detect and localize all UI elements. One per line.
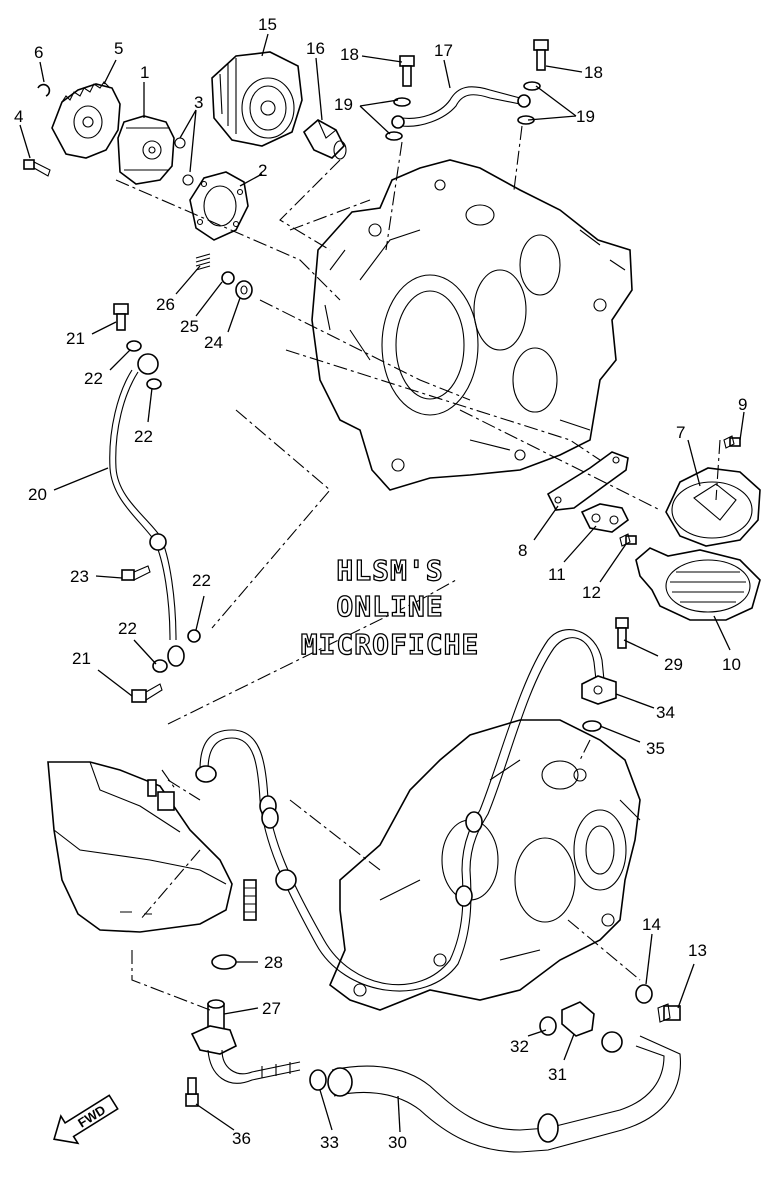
watermark-line-2: ONLINE <box>336 590 443 623</box>
callout-18-left: 18 <box>340 45 359 64</box>
bolt-part-36 <box>185 1077 199 1107</box>
oil-pressure-switch <box>302 119 347 160</box>
oil-filter <box>211 51 303 147</box>
upper-oil-hose <box>195 629 605 992</box>
callout-19-left: 19 <box>334 95 353 114</box>
callout-29: 29 <box>664 655 683 674</box>
callout-10: 10 <box>722 655 741 674</box>
gasket-part-2 <box>189 171 249 241</box>
bolt-part-18-left <box>399 55 415 87</box>
callout-9: 9 <box>738 395 747 414</box>
callout-32: 32 <box>510 1037 529 1056</box>
bolt-part-23 <box>121 565 151 581</box>
callout-4: 4 <box>14 107 23 126</box>
suction-pipe-27 <box>190 999 301 1084</box>
callout-14: 14 <box>642 915 661 934</box>
callout-21-top: 21 <box>66 329 85 348</box>
delivery-pipe-17 <box>391 86 531 129</box>
ball-part-25 <box>221 271 235 285</box>
bolt-part-13 <box>657 1003 681 1023</box>
callout-35: 35 <box>646 739 665 758</box>
leader-lines <box>19 33 745 1133</box>
callout-22-d: 22 <box>118 619 137 638</box>
callout-22-b: 22 <box>134 427 153 446</box>
screw-part-12 <box>619 533 637 547</box>
plate-part-11 <box>580 503 630 533</box>
callout-31: 31 <box>548 1065 567 1084</box>
bolt-part-4 <box>23 159 51 177</box>
clamp-part-33 <box>309 1069 327 1091</box>
callout-5: 5 <box>114 39 123 58</box>
oil-pipe-20 <box>109 353 185 667</box>
callout-28: 28 <box>264 953 283 972</box>
oil-pump <box>117 115 175 185</box>
callout-33: 33 <box>320 1133 339 1152</box>
gasket-part-8 <box>546 451 629 511</box>
oring-part-35 <box>582 720 602 732</box>
washer-19-c <box>523 81 541 91</box>
callout-12: 12 <box>582 583 601 602</box>
assembly-lines <box>115 125 721 1011</box>
washer-22-a <box>126 340 142 352</box>
callout-24: 24 <box>204 333 223 352</box>
watermark: HLSM'S ONLINE MICROFICHE <box>300 553 480 661</box>
callout-16: 16 <box>306 39 325 58</box>
washer-22-c <box>187 629 201 643</box>
fitting-part-31 <box>561 1001 623 1053</box>
oil-hose-30 <box>327 1035 682 1153</box>
callout-3: 3 <box>194 93 203 112</box>
callout-25: 25 <box>180 317 199 336</box>
callout-7: 7 <box>676 423 685 442</box>
bolt-part-21-bottom <box>131 683 163 703</box>
oil-tank-fitting-34 <box>581 675 617 705</box>
washer-part-14 <box>635 984 653 1004</box>
washer-22-b <box>146 378 162 390</box>
callout-30: 30 <box>388 1133 407 1152</box>
callout-1: 1 <box>140 63 149 82</box>
upper-crankcase <box>311 159 633 491</box>
callout-2: 2 <box>258 161 267 180</box>
callout-22-a: 22 <box>84 369 103 388</box>
spring-part-26 <box>195 253 211 271</box>
callout-23: 23 <box>70 567 89 586</box>
oring-part-28 <box>211 954 237 970</box>
callout-11: 11 <box>548 565 566 584</box>
washer-part-32 <box>539 1016 557 1036</box>
plug-part-24 <box>235 280 253 300</box>
oil-tank <box>47 761 233 933</box>
bolt-part-29 <box>615 617 629 649</box>
callout-27: 27 <box>262 999 281 1018</box>
callout-21-bottom: 21 <box>72 649 91 668</box>
bolt-part-18-right <box>533 39 549 71</box>
callout-13: 13 <box>688 941 707 960</box>
clip-part-6 <box>37 83 51 97</box>
callout-8: 8 <box>518 541 527 560</box>
screw-part-9 <box>723 435 741 449</box>
washer-19-a <box>393 97 411 107</box>
callout-36: 36 <box>232 1129 251 1148</box>
callout-labels: 6 5 1 3 4 15 16 18 17 18 19 19 2 26 25 2… <box>14 15 747 1152</box>
strainer-part-10 <box>635 547 761 621</box>
callout-20: 20 <box>28 485 47 504</box>
callout-19-right: 19 <box>576 107 595 126</box>
callout-26: 26 <box>156 295 175 314</box>
callout-15: 15 <box>258 15 277 34</box>
forward-arrow: FWD <box>53 1094 119 1145</box>
strainer-cover-7 <box>665 467 761 547</box>
callout-6: 6 <box>34 43 43 62</box>
washer-22-d <box>152 659 168 673</box>
watermark-line-1: HLSM'S <box>336 554 443 587</box>
watermark-line-3: MICROFICHE <box>301 628 480 661</box>
bolt-part-21-top <box>113 303 129 331</box>
oil-pump-gear <box>51 81 121 159</box>
callout-17: 17 <box>434 41 453 60</box>
callout-34: 34 <box>656 703 675 722</box>
fitting-pair <box>243 879 257 921</box>
callout-18-right: 18 <box>584 63 603 82</box>
lower-crankcase <box>329 719 641 1011</box>
callout-22-c: 22 <box>192 571 211 590</box>
